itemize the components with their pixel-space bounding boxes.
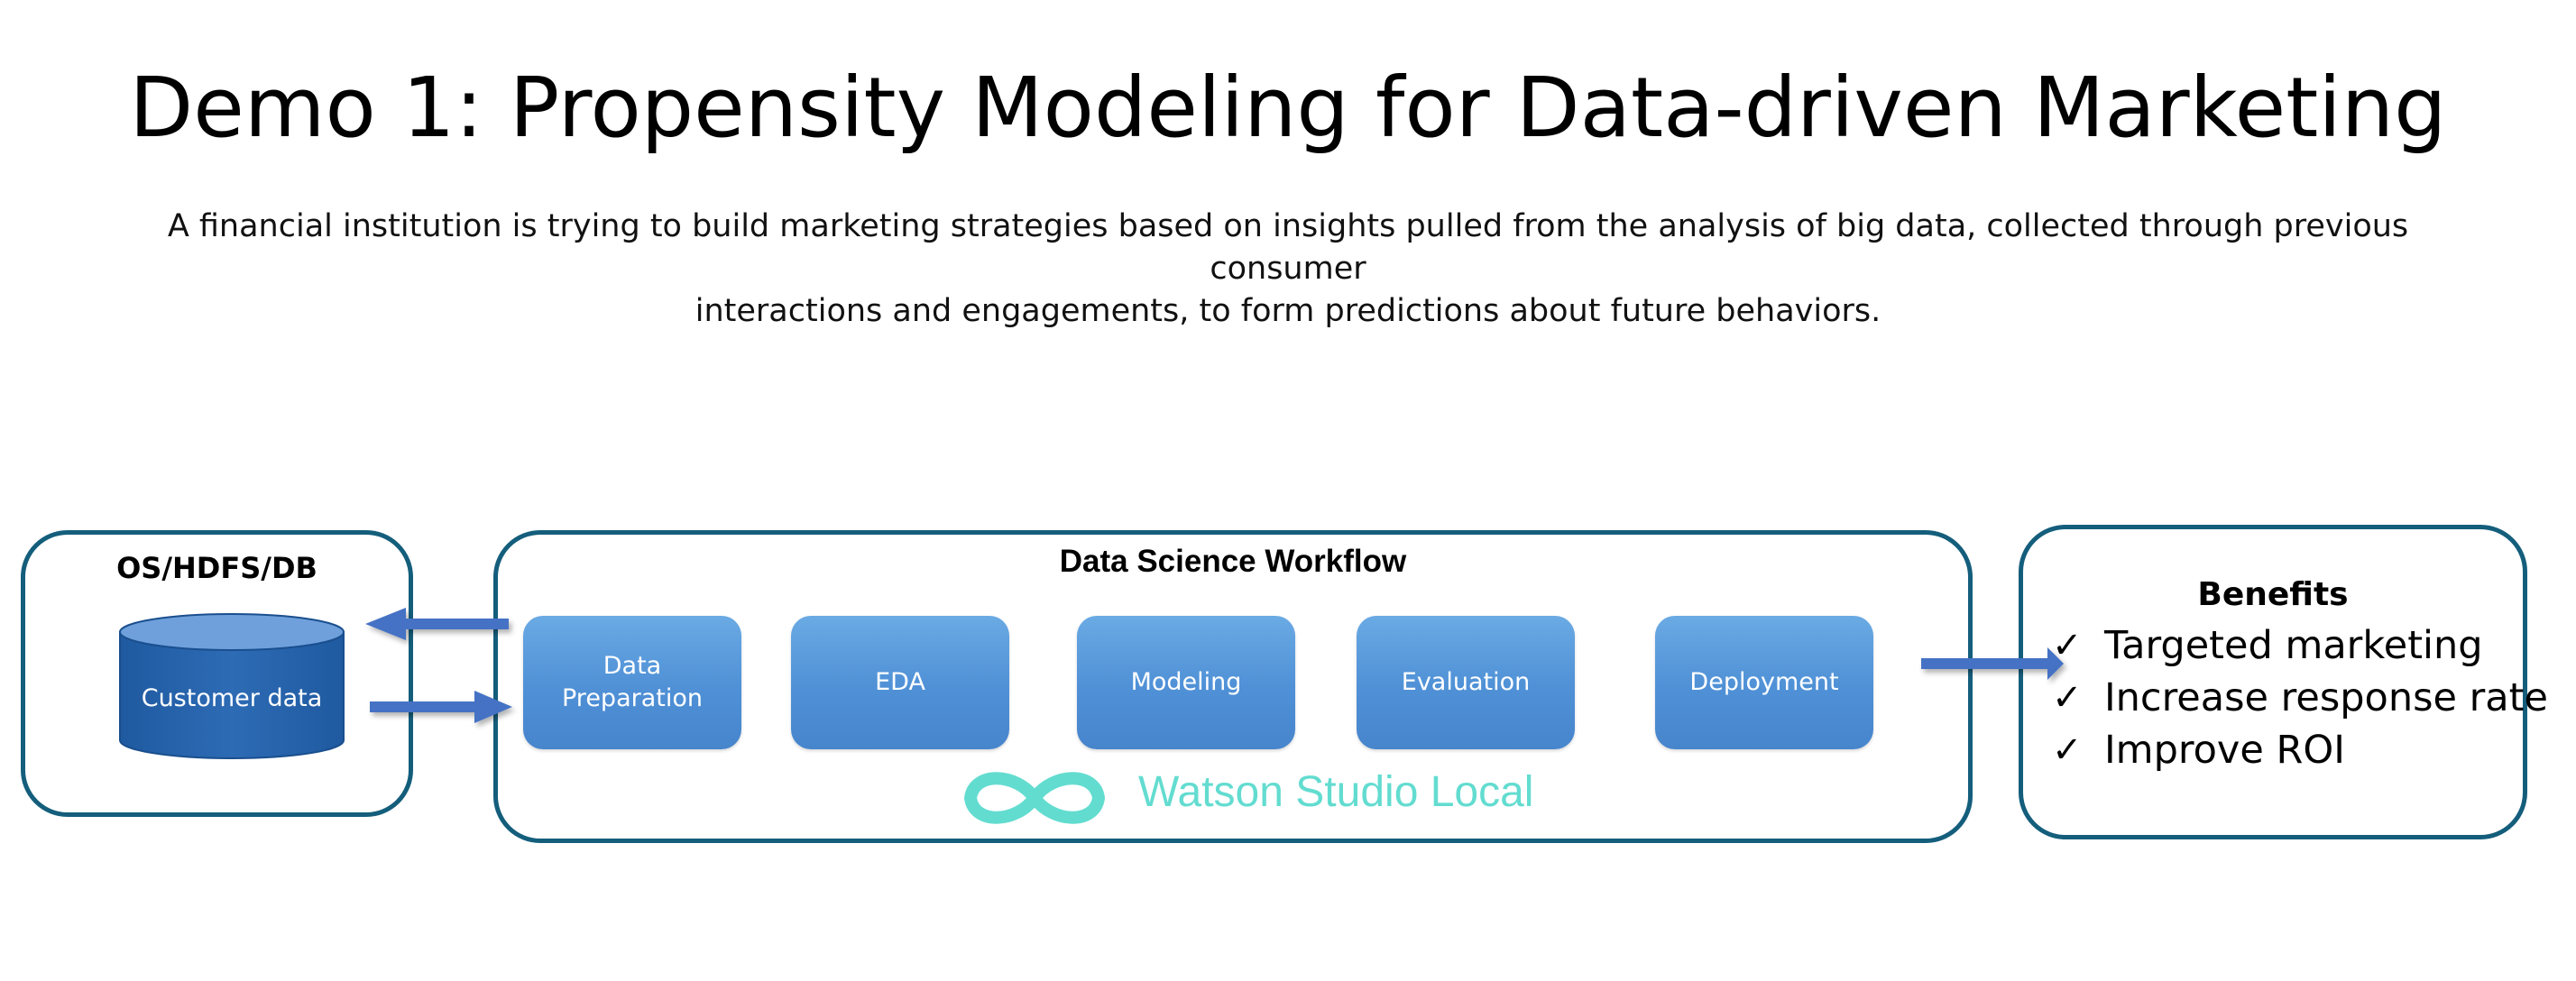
data-source-title: OS/HDFS/DB [116,551,317,585]
step-modeling[interactable]: Modeling [1077,616,1295,749]
data-source-box: OS/HDFS/DB Customer data [21,530,413,817]
step-deployment[interactable]: Deployment [1655,616,1873,749]
arrow-right-icon [1921,647,2064,680]
step-evaluation[interactable]: Evaluation [1357,616,1575,749]
checkmark-icon: ✓ [2052,678,2083,718]
step-label: Evaluation [1401,668,1531,696]
step-label: Modeling [1130,668,1242,696]
arrow-right-icon [370,691,512,723]
benefits-list: ✓ Targeted marketing ✓ Increase response… [2052,619,2548,776]
watson-studio-local-label: Watson Studio Local [1138,768,1534,816]
benefit-item: ✓ Improve ROI [2052,724,2548,776]
page-title: Demo 1: Propensity Modeling for Data-dri… [129,60,2447,156]
watson-studio-local-logo: Watson Studio Local [958,762,1607,834]
arrow-left-icon [365,608,509,640]
database-cylinder-icon: Customer data [119,613,345,759]
step-eda[interactable]: EDA [791,616,1009,749]
step-label-line-2: Preparation [562,684,703,712]
checkmark-icon: ✓ [2052,730,2083,770]
benefit-text: Improve ROI [2104,728,2345,773]
benefit-text: Targeted marketing [2104,623,2483,668]
benefit-item: ✓ Targeted marketing [2052,619,2548,672]
database-label: Customer data [142,684,323,712]
benefit-text: Increase response rate [2104,675,2548,720]
benefits-box: Benefits ✓ Targeted marketing ✓ Increase… [2019,525,2548,839]
infinity-logo-icon [964,772,1105,824]
step-label: EDA [875,668,925,696]
subtitle-line-1: A financial institution is trying to bui… [167,208,2409,287]
step-label: Deployment [1689,668,1839,696]
workflow-title: Data Science Workflow [1059,544,1407,579]
benefits-title: Benefits [2197,576,2349,613]
benefit-item: ✓ Increase response rate [2052,672,2548,724]
step-label-line-1: Data [603,652,662,680]
subtitle-line-2: interactions and engagements, to form pr… [695,293,1881,329]
page-subtitle: A financial institution is trying to bui… [126,206,2450,333]
